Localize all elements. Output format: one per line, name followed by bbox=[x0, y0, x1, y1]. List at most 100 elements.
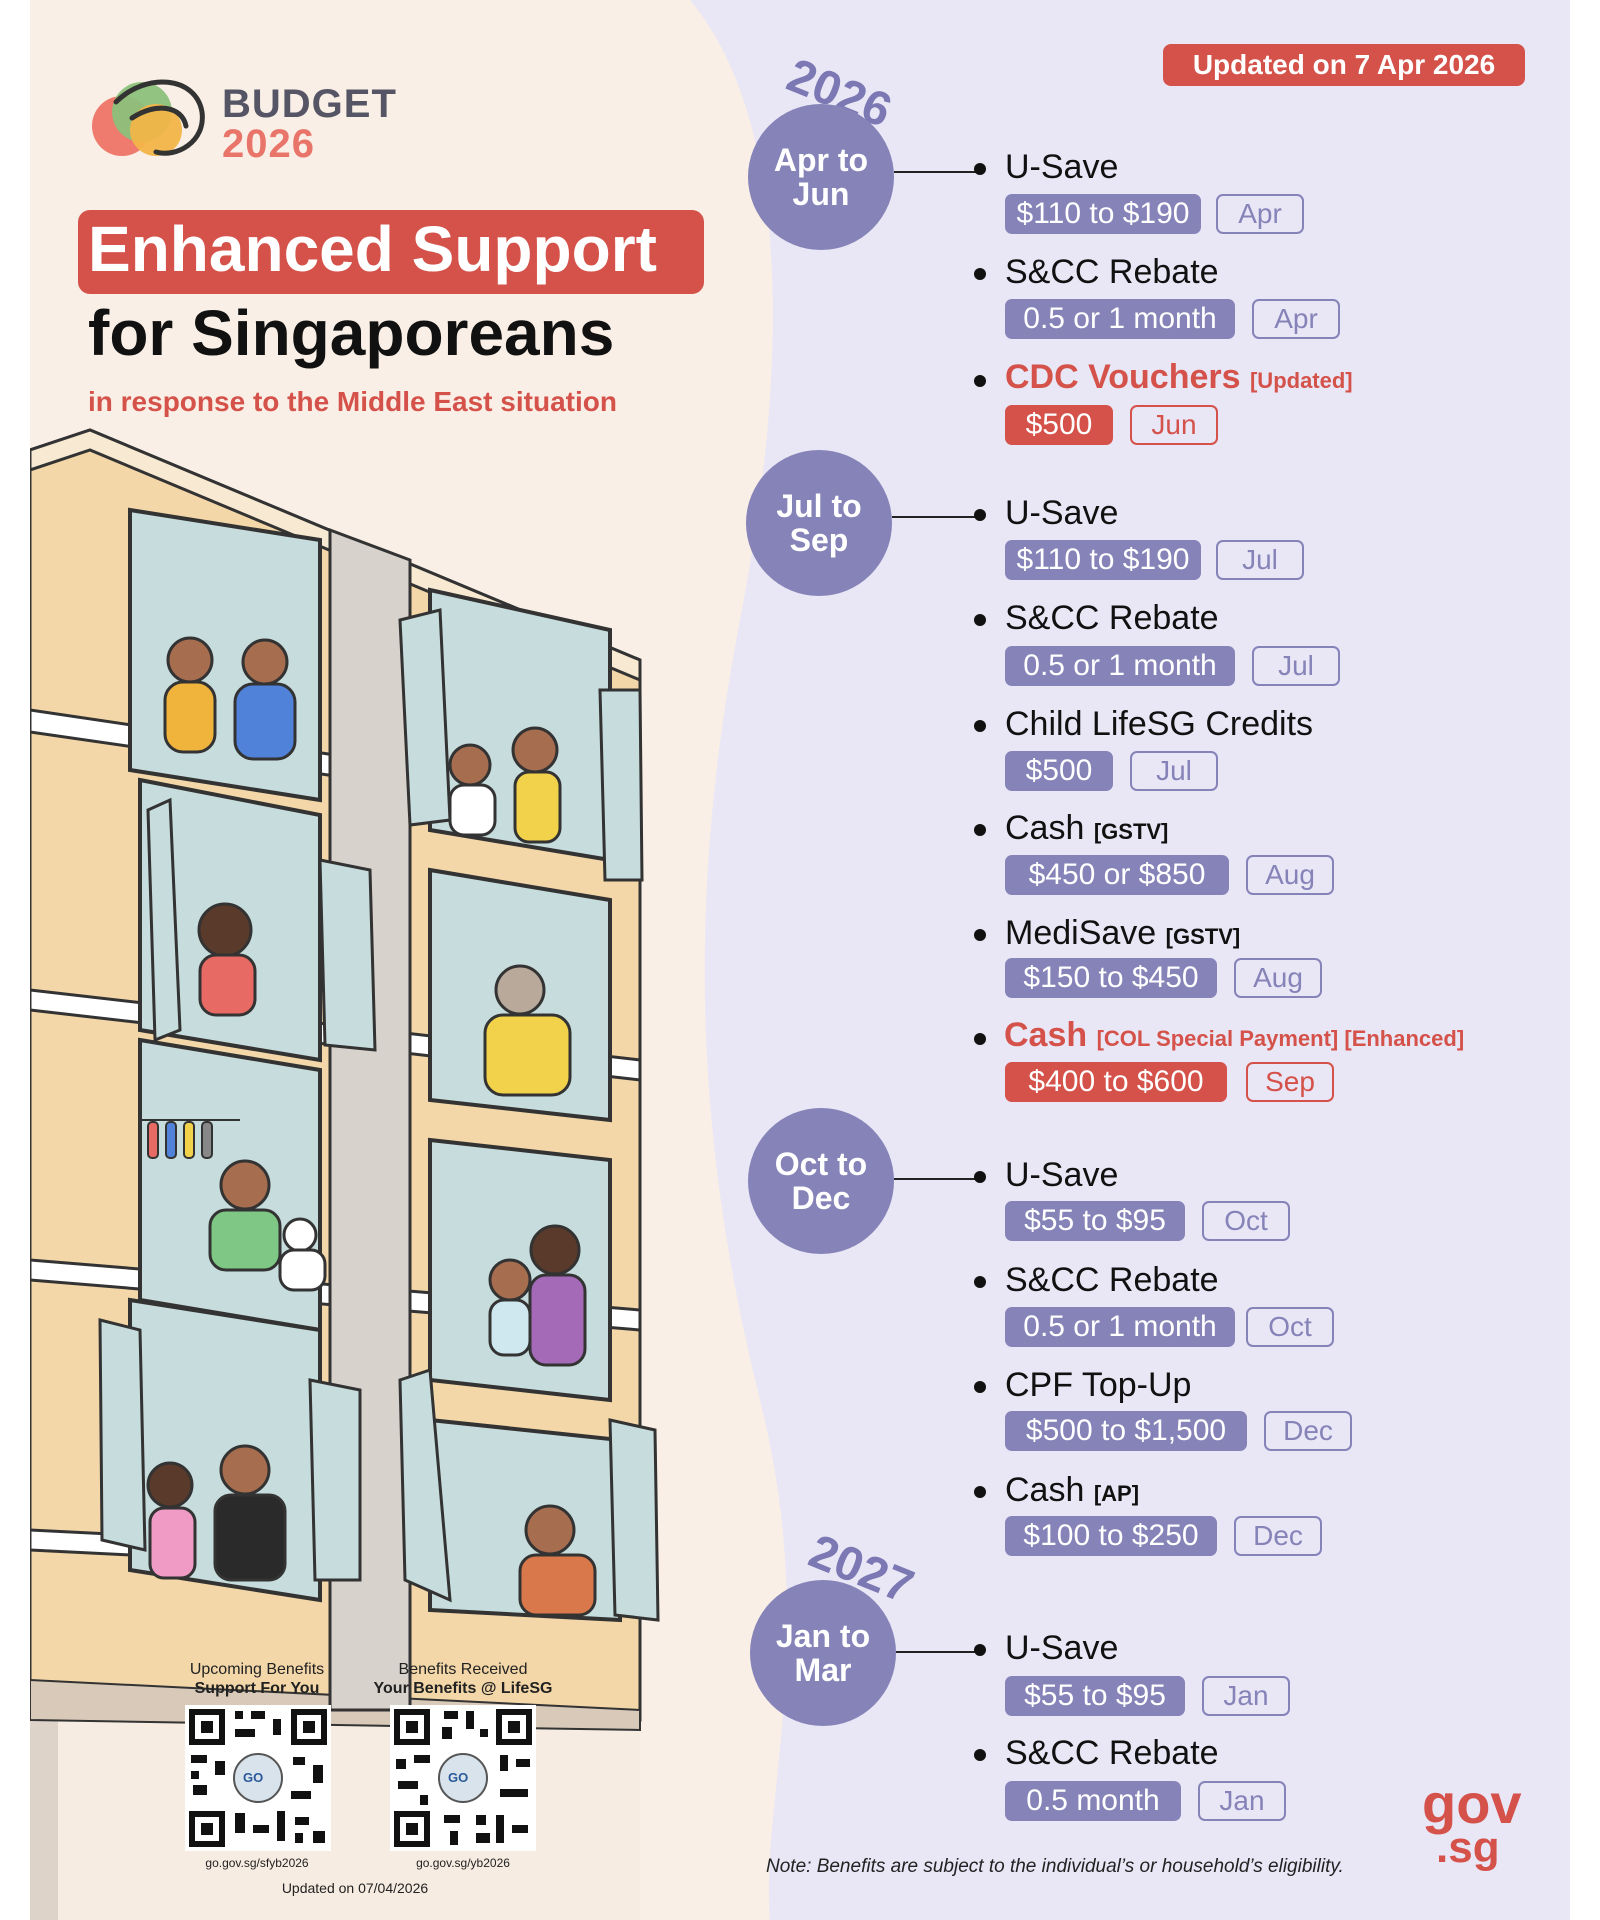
bullet-dot bbox=[974, 509, 986, 521]
gov-sg-logo-line2: .sg bbox=[1436, 1823, 1500, 1872]
benefit-amount-pill: 0.5 or 1 month bbox=[1005, 299, 1235, 339]
benefit-title: U-Save bbox=[1005, 148, 1118, 187]
connector-line bbox=[894, 1178, 980, 1180]
benefit-amount-pill: $100 to $250 bbox=[1005, 1516, 1217, 1556]
benefit-title: MediSave [GSTV] bbox=[1005, 914, 1240, 953]
qr-right-caption: Benefits Received Your Benefits @ LifeSG bbox=[363, 1660, 563, 1698]
benefit-amount-pill: $500 to $1,500 bbox=[1005, 1411, 1247, 1451]
benefit-tag: [GSTV] bbox=[1093, 819, 1169, 844]
benefit-name: U-Save bbox=[1005, 1629, 1119, 1667]
qr-left-caption-line2: Support For You bbox=[194, 1680, 320, 1697]
benefit-month-pill: Dec bbox=[1234, 1516, 1322, 1556]
benefit-amount-pill-highlighted: $400 to $600 bbox=[1005, 1062, 1227, 1102]
bullet-dot bbox=[974, 1644, 986, 1656]
logo-budget-label: BUDGET bbox=[222, 82, 397, 126]
benefit-amount-pill: 0.5 or 1 month bbox=[1005, 646, 1235, 686]
qr-left-go-logo: GO bbox=[243, 1770, 264, 1785]
gov-sg-logo: gov .sg bbox=[1422, 1776, 1522, 1872]
benefit-month-pill: Jul bbox=[1252, 646, 1340, 686]
logo-year-label: 2026 bbox=[222, 122, 315, 166]
benefit-name: U-Save bbox=[1005, 494, 1119, 532]
qr-code-benefits-received-icon[interactable] bbox=[390, 1705, 536, 1851]
bullet-dot bbox=[974, 1381, 986, 1393]
period-label-jan-mar-line2: Mar bbox=[794, 1652, 852, 1688]
benefit-name: Cash bbox=[1005, 1471, 1085, 1509]
benefit-title: U-Save bbox=[1005, 494, 1118, 533]
title-highlight-box bbox=[78, 210, 704, 294]
qr-code-upcoming-benefits-icon[interactable] bbox=[185, 1705, 331, 1851]
benefit-month-pill: Apr bbox=[1216, 194, 1304, 234]
benefit-title-highlighted: CDC Vouchers [Updated] bbox=[1005, 358, 1353, 397]
qr-right-caption-line2: Your Benefits @ LifeSG bbox=[373, 1680, 553, 1697]
page-subtitle: in response to the Middle East situation bbox=[88, 386, 617, 417]
benefit-amount-pill: $110 to $190 bbox=[1005, 194, 1201, 234]
qr-left-url[interactable]: go.gov.sg/sfyb2026 bbox=[205, 1856, 309, 1870]
eligibility-note: Note: Benefits are subject to the indivi… bbox=[766, 1856, 1344, 1877]
benefit-month-pill: Oct bbox=[1202, 1201, 1290, 1241]
qr-right-caption-line1: Benefits Received bbox=[398, 1661, 528, 1678]
left-updated-date: Updated on 07/04/2026 bbox=[281, 1880, 429, 1896]
benefit-month-pill: Jul bbox=[1130, 751, 1218, 791]
benefit-amount-pill: $450 or $850 bbox=[1005, 855, 1229, 895]
benefit-month-pill: Aug bbox=[1234, 958, 1322, 998]
connector-line bbox=[894, 171, 980, 173]
benefit-title: S&CC Rebate bbox=[1005, 1734, 1219, 1773]
bullet-dot bbox=[974, 929, 986, 941]
page-title-line2: for Singaporeans bbox=[88, 297, 615, 369]
bullet-dot bbox=[974, 1749, 986, 1761]
benefit-name: Child LifeSG Credits bbox=[1005, 705, 1314, 743]
residents-figures bbox=[146, 636, 597, 1617]
benefit-name: S&CC Rebate bbox=[1005, 253, 1219, 291]
benefit-tag: [AP] bbox=[1093, 1481, 1140, 1506]
page-title-line1: Enhanced Support bbox=[88, 213, 657, 285]
benefit-amount-pill: $110 to $190 bbox=[1005, 540, 1201, 580]
benefit-amount-pill-highlighted: $500 bbox=[1005, 405, 1113, 445]
benefit-title: S&CC Rebate bbox=[1005, 1261, 1219, 1300]
qr-left-caption-line1: Upcoming Benefits bbox=[189, 1661, 325, 1678]
bullet-dot bbox=[974, 163, 986, 175]
qr-right-url[interactable]: go.gov.sg/yb2026 bbox=[416, 1856, 510, 1870]
benefit-tag: [COL Special Payment] [Enhanced] bbox=[1096, 1026, 1465, 1051]
period-label-jul-sep-line2: Sep bbox=[789, 522, 849, 558]
benefit-amount-pill: 0.5 or 1 month bbox=[1005, 1307, 1235, 1347]
bullet-dot bbox=[974, 720, 986, 732]
updated-badge: Updated on 7 Apr 2026 bbox=[1163, 44, 1525, 86]
bullet-dot bbox=[974, 1171, 986, 1183]
benefit-amount-pill: $55 to $95 bbox=[1005, 1201, 1185, 1241]
connector-line bbox=[896, 1651, 980, 1653]
period-label-jan-mar-line1: Jan to bbox=[775, 1618, 871, 1654]
benefit-title: Child LifeSG Credits bbox=[1005, 705, 1313, 744]
benefit-month-pill: Jul bbox=[1216, 540, 1304, 580]
connector-line bbox=[892, 516, 980, 518]
benefit-name: CDC Vouchers bbox=[1005, 358, 1241, 396]
bullet-dot bbox=[974, 824, 986, 836]
benefit-month-pill: Jan bbox=[1198, 1781, 1286, 1821]
bullet-dot bbox=[974, 268, 986, 280]
benefit-name: MediSave bbox=[1005, 914, 1157, 952]
benefit-tag: [GSTV] bbox=[1165, 924, 1241, 949]
benefit-title-highlighted: Cash [COL Special Payment] [Enhanced] bbox=[1004, 1016, 1464, 1055]
period-label-apr-jun-line1: Apr to bbox=[773, 142, 869, 178]
qr-left-caption: Upcoming Benefits Support For You bbox=[157, 1660, 357, 1698]
period-label-oct-dec-line2: Dec bbox=[791, 1180, 851, 1216]
benefit-name: S&CC Rebate bbox=[1005, 1261, 1219, 1299]
benefit-amount-pill: $150 to $450 bbox=[1005, 958, 1217, 998]
benefit-month-pill: Oct bbox=[1246, 1307, 1334, 1347]
benefit-name: Cash bbox=[1004, 1016, 1088, 1054]
benefit-month-pill: Aug bbox=[1246, 855, 1334, 895]
benefit-month-pill-highlighted: Sep bbox=[1246, 1062, 1334, 1102]
benefit-amount-pill: $500 bbox=[1005, 751, 1113, 791]
bullet-dot bbox=[974, 375, 986, 387]
bullet-dot bbox=[974, 1033, 986, 1045]
bullet-dot bbox=[974, 1276, 986, 1288]
bullet-dot bbox=[974, 1486, 986, 1498]
benefit-month-pill: Jan bbox=[1202, 1676, 1290, 1716]
benefit-name: S&CC Rebate bbox=[1005, 1734, 1219, 1772]
qr-right-go-logo: GO bbox=[448, 1770, 469, 1785]
benefit-month-pill-highlighted: Jun bbox=[1130, 405, 1218, 445]
benefit-title: S&CC Rebate bbox=[1005, 253, 1219, 292]
benefit-title: S&CC Rebate bbox=[1005, 599, 1219, 638]
